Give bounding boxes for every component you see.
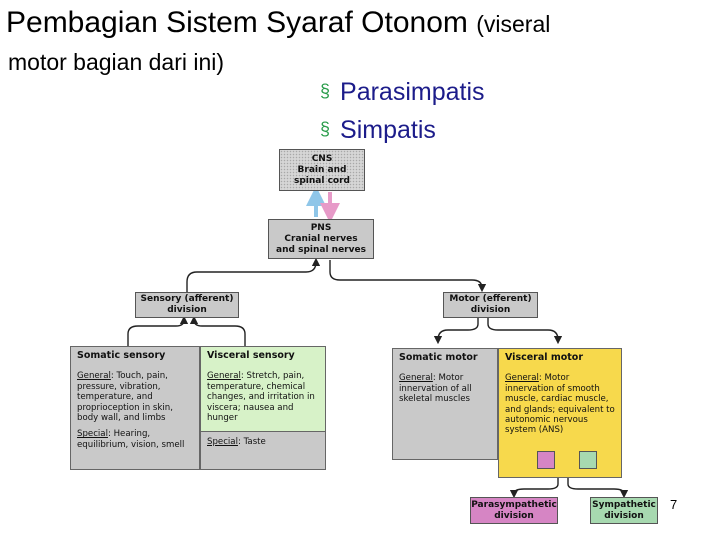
line-motor-to-visceral — [487, 318, 563, 345]
parasympathetic-swatch — [537, 451, 555, 469]
somatic-motor-title: Somatic motor — [399, 352, 478, 363]
line-somatic-sensory-up — [127, 315, 189, 346]
general-label: General — [207, 371, 241, 382]
somatic-sensory-title: Somatic sensory — [77, 350, 166, 361]
page-number: 7 — [670, 497, 678, 512]
somatic-sensory-panel: Somatic sensory General: Touch, pain, pr… — [70, 346, 200, 470]
slide-title-main: Pembagian Sistem Syaraf Otonom — [6, 6, 468, 39]
general-text: : Motor innervation of smooth muscle, ca… — [505, 373, 615, 436]
pns-line: Cranial nerves — [284, 233, 358, 244]
bullet-item: § Parasimpatis — [320, 74, 485, 112]
visceral-motor-panel: Visceral motor General: Motor innervatio… — [498, 348, 622, 478]
sympathetic-swatch — [579, 451, 597, 469]
somatic-sensory-general: General: Touch, pain, pressure, vibratio… — [77, 371, 193, 423]
parasympathetic-line: Parasympathetic — [471, 499, 557, 510]
special-label: Special — [77, 429, 108, 440]
cns-label: CNS — [311, 153, 333, 164]
visceral-motor-title: Visceral motor — [505, 352, 584, 363]
pns-box: PNS Cranial nerves and spinal nerves — [268, 219, 374, 259]
bullet-list: § Parasimpatis § Simpatis — [320, 74, 485, 150]
motor-division-line: division — [470, 305, 511, 315]
visceral-sensory-title: Visceral sensory — [207, 350, 295, 361]
slide-title-suffix: (viseral — [476, 11, 551, 37]
general-text: : Motor innervation of all skeletal musc… — [399, 373, 472, 405]
line-visceral-sensory-up — [189, 315, 246, 346]
visceral-sensory-special-area: Special: Taste — [201, 431, 325, 469]
special-text: : Hearing, equilibrium, vision, smell — [77, 429, 185, 450]
sensory-division-line: Sensory (afferent) — [140, 294, 234, 304]
bullet-text: Simpatis — [340, 116, 436, 144]
slide-title: Pembagian Sistem Syaraf Otonom (viseral — [6, 6, 550, 41]
pns-line: and spinal nerves — [276, 244, 366, 255]
parasympathetic-division-box: Parasympathetic division — [470, 497, 558, 524]
sympathetic-division-box: Sympathetic division — [590, 497, 658, 524]
sensory-division-line: division — [167, 305, 207, 315]
special-label: Special — [207, 437, 238, 447]
bullet-marker: § — [320, 119, 331, 139]
visceral-sensory-panel: Visceral sensory General: Stretch, pain,… — [200, 346, 326, 470]
cns-line: spinal cord — [294, 175, 350, 186]
line-sensory-to-pns — [186, 257, 321, 292]
slide-subtitle: motor bagian dari ini) — [8, 49, 225, 75]
pns-label: PNS — [310, 222, 332, 233]
general-label: General — [77, 371, 111, 382]
general-label: General — [399, 373, 433, 384]
motor-division-line: Motor (efferent) — [449, 294, 532, 304]
sympathetic-line: division — [604, 510, 644, 521]
general-text: : Touch, pain, pressure, vibration, temp… — [77, 371, 173, 424]
line-motor-to-somatic — [433, 318, 479, 345]
line-visceral-to-sympathetic — [567, 478, 629, 499]
sensory-division-box: Sensory (afferent) division — [135, 292, 239, 318]
line-visceral-to-parasympathetic — [509, 478, 559, 499]
bullet-item: § Simpatis — [320, 112, 485, 150]
bullet-marker: § — [320, 81, 331, 101]
sympathetic-line: Sympathetic — [592, 499, 656, 510]
general-text: : Stretch, pain, temperature, chemical c… — [207, 371, 315, 424]
visceral-sensory-general: General: Stretch, pain, temperature, che… — [207, 371, 319, 423]
line-pns-to-motor — [329, 260, 487, 293]
visceral-motor-general: General: Motor innervation of smooth mus… — [505, 373, 615, 435]
general-label: General — [505, 373, 539, 384]
parasympathetic-line: division — [494, 510, 534, 521]
motor-division-box: Motor (efferent) division — [443, 292, 538, 318]
cns-line: Brain and — [297, 164, 347, 175]
somatic-motor-general: General: Motor innervation of all skelet… — [399, 373, 491, 404]
somatic-motor-panel: Somatic motor General: Motor innervation… — [392, 348, 498, 460]
bullet-text: Parasimpatis — [340, 78, 485, 106]
somatic-sensory-special: Special: Hearing, equilibrium, vision, s… — [77, 429, 193, 450]
cns-box: CNS Brain and spinal cord — [279, 149, 365, 191]
special-text: : Taste — [237, 437, 266, 447]
